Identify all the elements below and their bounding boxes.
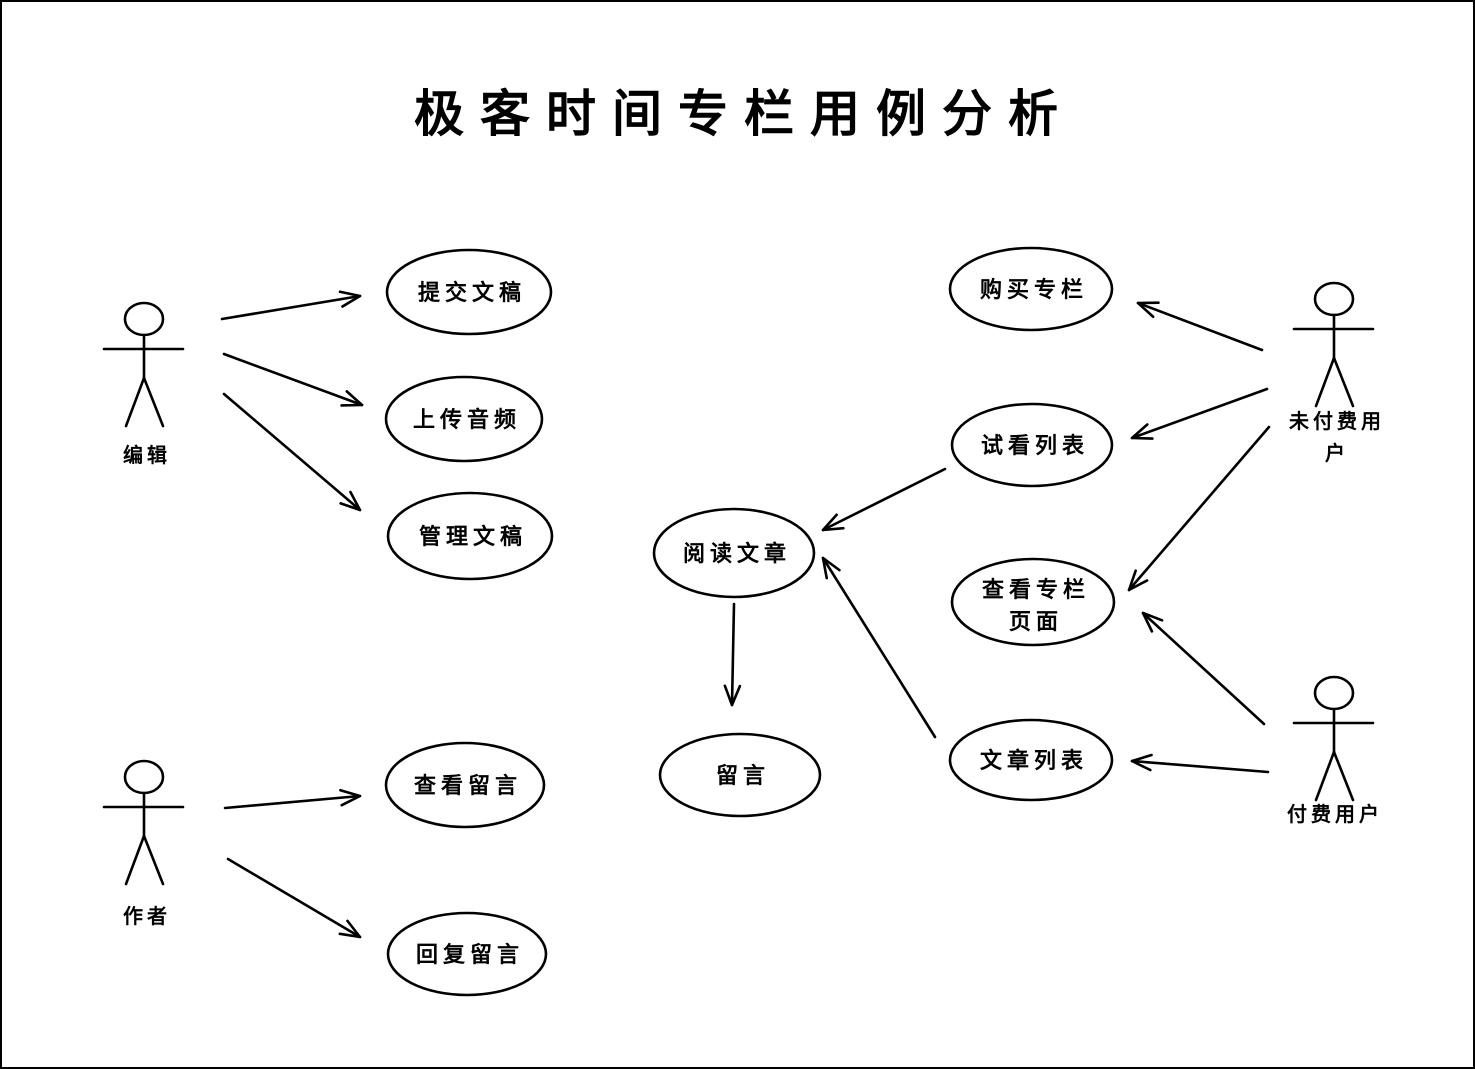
use-case-label-buy-column: 购买专栏 [980,277,1088,303]
actor-label-line: 户 [1325,441,1349,465]
use-case-ellipse-manage-manuscript [386,491,554,581]
edge-author-to-reply-comments [226,857,362,939]
actor-label-unpaid-user: 未付费用户 [1289,409,1385,465]
actor-left-leg [1314,750,1336,802]
diagram-title: 极客时间专栏用例分析 [414,85,1074,143]
use-case-label-leave-comment: 留言 [716,763,770,789]
edge-trial-list-to-read-article [821,467,947,532]
use-case-trial-list: 试看列表 [950,402,1114,488]
use-case-label-line: 回复留言 [416,942,524,968]
edge-paid-user-to-view-column-page [1141,611,1266,726]
use-case-label-view-comments: 查看留言 [414,773,522,799]
actor-label-paid-user: 付费用户 [1287,802,1383,826]
use-case-label-line: 查看留言 [414,773,522,799]
use-case-label-line: 查看专栏 [982,577,1090,603]
use-case-reply-comments: 回复留言 [386,911,548,997]
actor-label-line: 付费用户 [1287,802,1383,826]
actor-unpaid-user: 未付费用户 [1289,281,1385,465]
use-case-label-submit-manuscript: 提交文稿 [418,280,526,306]
use-case-label-read-article: 阅读文章 [683,541,791,567]
use-case-article-list: 文章列表 [948,718,1114,802]
use-case-buy-column: 购买专栏 [948,246,1114,332]
edge-unpaid-user-to-view-column-page [1127,425,1271,592]
edge-paid-user-to-article-list [1130,753,1270,774]
edge-editor-to-manage-manuscript [222,392,362,512]
actor-head-paid-user [1313,675,1355,711]
actor-right-leg [1332,356,1355,408]
use-case-ellipse-trial-list [950,402,1114,488]
use-case-label-line: 留言 [716,763,770,789]
use-case-label-article-list: 文章列表 [980,748,1088,774]
use-case-manage-manuscript: 管理文稿 [386,491,554,581]
use-case-view-column-page: 查看专栏页面 [950,557,1116,647]
edge-article-list-to-read-article [821,556,937,739]
use-case-ellipse-leave-comment [658,732,822,818]
use-case-label-line: 试看列表 [981,434,1089,459]
edge-editor-to-submit-manuscript [220,290,362,321]
actor-editor: 编辑 [102,301,185,467]
actor-author: 作者 [102,759,185,928]
actor-left-leg [124,834,146,886]
use-case-ellipse-buy-column [948,246,1114,332]
actor-head-author [123,759,165,795]
actor-head-unpaid-user [1313,281,1355,317]
use-case-ellipse-upload-audio [384,375,544,463]
use-case-label-line: 上传音频 [413,407,521,433]
actor-label-line: 未付费用 [1289,409,1385,433]
edge-unpaid-user-to-trial-list [1130,387,1269,440]
use-case-leave-comment: 留言 [658,732,822,818]
edges-layer [220,290,1271,939]
use-case-label-trial-list: 试看列表 [981,434,1089,459]
actor-label-editor: 编辑 [123,443,171,467]
actor-label-line: 作者 [123,904,171,928]
actor-left-leg [1314,356,1336,408]
use-case-label-line: 购买专栏 [980,277,1088,303]
use-case-ellipse-reply-comments [386,911,548,997]
actor-right-leg [1332,750,1355,802]
actor-label-author: 作者 [123,904,171,928]
use-case-label-view-column-page: 查看专栏页面 [982,577,1090,635]
use-case-submit-manuscript: 提交文稿 [385,248,553,336]
actor-label-line: 编辑 [123,443,171,467]
edge-editor-to-upload-audio [222,352,364,407]
use-case-ellipse-view-comments [384,741,546,829]
use-case-view-comments: 查看留言 [384,741,546,829]
use-case-label-line: 页面 [1009,610,1063,635]
actor-right-leg [142,834,165,886]
use-case-label-line: 管理文稿 [419,524,527,550]
edge-author-to-view-comments [223,788,362,810]
use-case-read-article: 阅读文章 [652,507,816,599]
use-case-ellipse-article-list [948,718,1114,802]
use-case-ellipse-submit-manuscript [385,248,553,336]
actor-head-editor [123,301,165,337]
use-case-label-line: 文章列表 [980,748,1088,774]
use-case-ellipse-view-column-page [950,557,1116,647]
use-case-upload-audio: 上传音频 [384,375,544,463]
actor-paid-user: 付费用户 [1287,675,1383,826]
use-case-label-line: 提交文稿 [418,280,526,306]
use-case-label-manage-manuscript: 管理文稿 [419,524,527,550]
use-case-label-upload-audio: 上传音频 [413,407,521,433]
edge-read-article-to-leave-comment [723,602,742,707]
use-case-label-line: 阅读文章 [683,541,791,567]
actor-right-leg [142,376,165,428]
use-case-label-reply-comments: 回复留言 [416,942,524,968]
actor-left-leg [124,376,146,428]
edge-unpaid-user-to-buy-column [1136,301,1264,352]
use-case-ellipse-read-article [652,507,816,599]
